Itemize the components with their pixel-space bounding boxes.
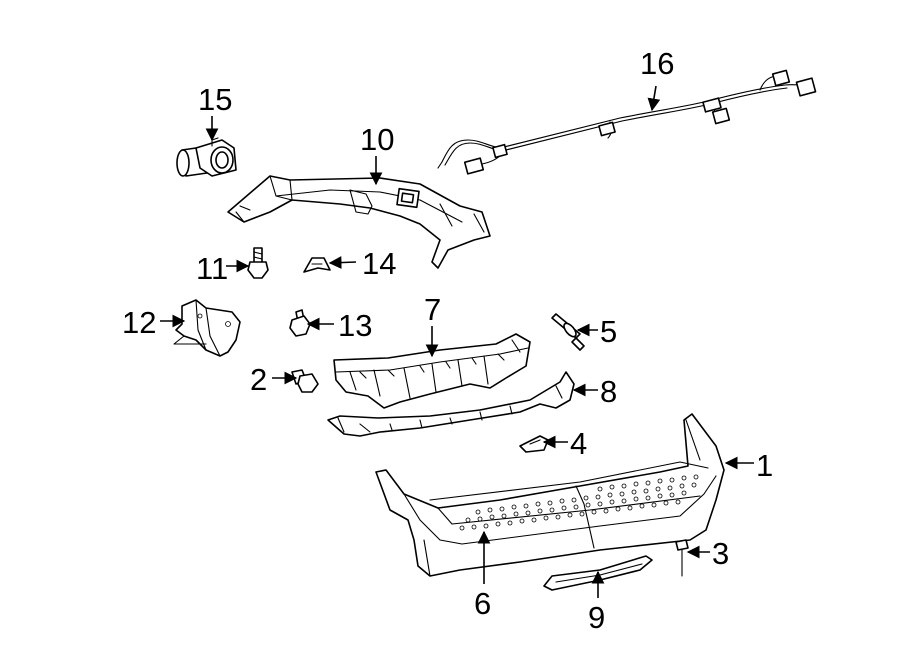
part-bracket-4 xyxy=(519,435,549,453)
callout-10: 10 xyxy=(360,122,394,157)
callout-15: 15 xyxy=(198,82,232,117)
part-clip-14 xyxy=(303,257,331,273)
part-reinforcement-beam xyxy=(227,175,491,269)
step-pad-dots xyxy=(459,474,699,531)
part-bumper-cover xyxy=(375,413,725,577)
callout-7: 7 xyxy=(424,292,441,327)
callout-labels: 15 10 16 11 14 12 13 7 5 2 8 4 1 3 6 9 xyxy=(122,46,773,635)
part-push-pin xyxy=(551,313,585,351)
callout-11: 11 xyxy=(196,251,228,286)
part-lower-support xyxy=(327,371,575,437)
callout-12: 12 xyxy=(122,305,156,340)
callout-13: 13 xyxy=(338,308,372,343)
part-bracket-12 xyxy=(173,299,241,357)
callout-5: 5 xyxy=(600,314,617,349)
callout-3: 3 xyxy=(712,536,729,571)
callout-2: 2 xyxy=(250,362,267,397)
callout-8: 8 xyxy=(600,374,617,409)
part-rivet-3 xyxy=(675,539,689,577)
part-wiring-harness xyxy=(437,69,817,175)
part-energy-absorber xyxy=(333,333,531,409)
callout-16: 16 xyxy=(640,46,674,81)
part-park-sensor xyxy=(176,137,237,177)
part-bolt-2 xyxy=(291,369,319,393)
part-bolt-13 xyxy=(289,309,311,337)
callout-6: 6 xyxy=(474,586,491,621)
callout-1: 1 xyxy=(756,448,773,483)
leader-lines xyxy=(160,85,754,598)
callout-9: 9 xyxy=(588,600,605,635)
callout-14: 14 xyxy=(362,246,396,281)
part-bolt-11 xyxy=(247,247,269,279)
callout-4: 4 xyxy=(570,426,587,461)
